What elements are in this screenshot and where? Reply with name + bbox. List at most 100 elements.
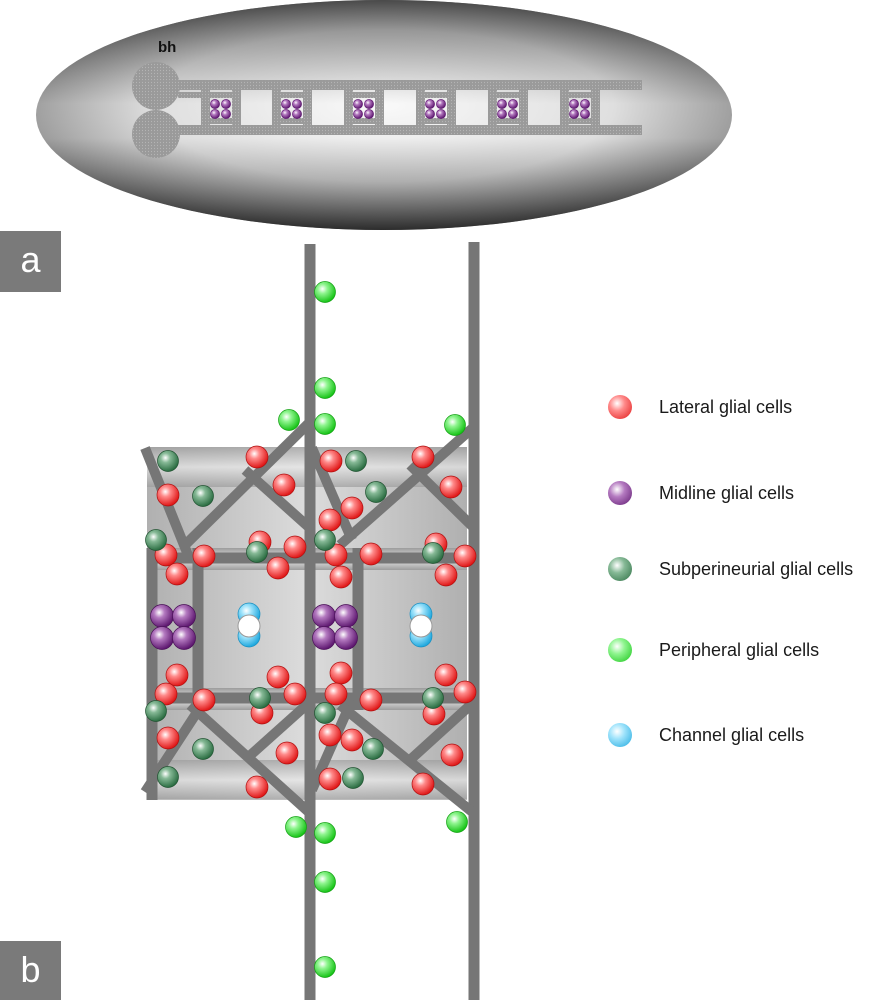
lateral-glia-cell bbox=[156, 483, 180, 507]
midline-glia-cell bbox=[210, 109, 220, 119]
peripheral-glia-cell bbox=[278, 409, 300, 431]
brain-hemisphere-bottom bbox=[132, 110, 180, 158]
lateral-glia-cell bbox=[329, 661, 353, 685]
legend-label-midline: Midline glial cells bbox=[659, 482, 795, 503]
lateral-glia-cell bbox=[359, 688, 383, 712]
commissure-right-5 bbox=[591, 90, 600, 126]
subperineurial-glia-cell bbox=[365, 481, 387, 503]
commissure-top-0 bbox=[201, 92, 241, 98]
lateral-glia-cell bbox=[340, 728, 364, 752]
midline-glia-cell bbox=[334, 604, 358, 628]
lateral-glia-cell bbox=[272, 473, 296, 497]
lateral-glia-cell bbox=[329, 565, 353, 589]
brain-hemisphere-label: bh bbox=[158, 39, 176, 56]
lateral-glia-cell bbox=[440, 743, 464, 767]
subperineurial-glia-cell bbox=[145, 700, 167, 722]
intersegmental-nerve-6 bbox=[406, 461, 480, 534]
midline-glia-cell bbox=[569, 109, 579, 119]
intersegmental-nerve-3 bbox=[241, 466, 316, 534]
subperineurial-glia-cell bbox=[345, 450, 367, 472]
subperineurial-glia-cell bbox=[422, 542, 444, 564]
lateral-glia-cell bbox=[154, 682, 178, 706]
lateral-glia-cell bbox=[245, 445, 269, 469]
legend-item-lateral: Lateral glial cells bbox=[608, 392, 792, 422]
midline-glia-cell bbox=[210, 99, 220, 109]
lateral-glia-cell bbox=[319, 449, 343, 473]
commissure-left-4 bbox=[488, 90, 497, 126]
midline-glia-cell bbox=[292, 99, 302, 109]
commissure-bottom-5 bbox=[560, 118, 600, 124]
lateral-glia-cell bbox=[266, 665, 290, 689]
midline-glia-cell bbox=[334, 626, 358, 650]
subperineurial-glia-swatch bbox=[608, 557, 632, 581]
midline-glia-swatch bbox=[608, 481, 632, 505]
midline-glia-cell bbox=[508, 109, 518, 119]
commissure-left-0 bbox=[201, 90, 210, 126]
commissure-top-1 bbox=[272, 92, 312, 98]
peripheral-glia-swatch bbox=[608, 638, 632, 662]
midline-glia-cell bbox=[353, 109, 363, 119]
panel-label-a: a bbox=[0, 231, 61, 292]
lateral-glia-swatch bbox=[608, 395, 632, 419]
legend-label-peripheral: Peripheral glial cells bbox=[659, 639, 820, 660]
midline-glia-cell bbox=[292, 109, 302, 119]
lateral-glia-cell bbox=[165, 562, 189, 586]
commissure-bottom-0 bbox=[201, 118, 241, 124]
lateral-glia-cell bbox=[318, 508, 342, 532]
midline-glia-cell bbox=[425, 109, 435, 119]
lateral-glia-cell bbox=[439, 475, 463, 499]
connective-link-top bbox=[178, 92, 206, 98]
lateral-glia-cell bbox=[192, 544, 216, 568]
lateral-glia-cell bbox=[359, 542, 383, 566]
commissure-top-4 bbox=[488, 92, 528, 98]
commissure-right-4 bbox=[519, 90, 528, 126]
peripheral-glia-cell bbox=[314, 956, 336, 978]
midline-glia-cell bbox=[221, 109, 231, 119]
intersegmental-nerve-2 bbox=[181, 416, 316, 549]
midline-glia-cell bbox=[436, 99, 446, 109]
subperineurial-glia-cell bbox=[145, 529, 167, 551]
lateral-glia-cell bbox=[266, 556, 290, 580]
midline-glia-cell bbox=[580, 109, 590, 119]
peripheral-glia-cell bbox=[314, 377, 336, 399]
midline-glia-cell bbox=[436, 109, 446, 119]
subperineurial-glia-cell bbox=[362, 738, 384, 760]
commissure-right-3 bbox=[447, 90, 456, 126]
subperineurial-glia-cell bbox=[342, 767, 364, 789]
commissure-top-3 bbox=[416, 92, 456, 98]
commissure-top-2 bbox=[344, 92, 384, 98]
lateral-glia-cell bbox=[245, 775, 269, 799]
commissure-top-5 bbox=[560, 92, 600, 98]
midline-glia-cell bbox=[425, 99, 435, 109]
midline-glia-cell bbox=[497, 99, 507, 109]
midline-glia-cell bbox=[281, 99, 291, 109]
embryo: bh bbox=[36, 0, 732, 230]
lateral-glia-cell bbox=[156, 726, 180, 750]
subperineurial-glia-cell bbox=[314, 702, 336, 724]
subperineurial-glia-cell bbox=[192, 485, 214, 507]
midline-glia-cell bbox=[364, 109, 374, 119]
segmental-nerve-6 bbox=[406, 696, 480, 764]
midline-glia-cell bbox=[150, 626, 174, 650]
intersegmental-nerve-4 bbox=[307, 446, 357, 542]
peripheral-glia-cell bbox=[444, 414, 466, 436]
lateral-glia-cell bbox=[453, 680, 477, 704]
subperineurial-glia-cell bbox=[422, 687, 444, 709]
commissure-bottom-1 bbox=[272, 118, 312, 124]
commissure-left-1 bbox=[272, 90, 281, 126]
subperineurial-glia-cell bbox=[157, 450, 179, 472]
commissure-bottom-4 bbox=[488, 118, 528, 124]
legend-item-midline: Midline glial cells bbox=[608, 478, 794, 508]
channel-neuron-marker bbox=[409, 614, 433, 638]
intersegmental-nerve-5 bbox=[336, 421, 480, 549]
lateral-glia-cell bbox=[434, 663, 458, 687]
peripheral-glia-cell bbox=[446, 811, 468, 833]
midline-glia-cell bbox=[497, 109, 507, 119]
midline-glia-cell bbox=[353, 99, 363, 109]
lateral-glia-cell bbox=[434, 563, 458, 587]
commissure-left-5 bbox=[560, 90, 569, 126]
commissure-right-0 bbox=[232, 90, 241, 126]
segmental-nerve-5 bbox=[336, 701, 480, 819]
midline-glia-cell bbox=[569, 99, 579, 109]
channel-neuron-marker bbox=[237, 614, 261, 638]
